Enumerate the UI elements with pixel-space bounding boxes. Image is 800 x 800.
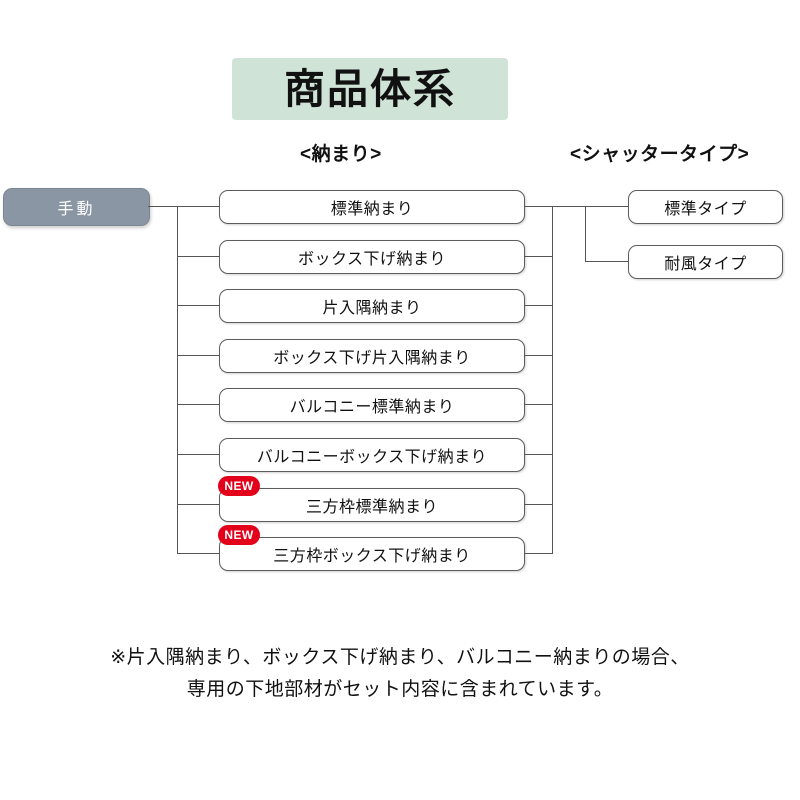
connector-branch-left-3: [177, 305, 219, 306]
naosamari-item-6[interactable]: バルコニーボックス下げ納まり: [219, 438, 525, 472]
naosamari-item-2-label: ボックス下げ納まり: [297, 251, 447, 268]
connector-branch-left-2: [177, 256, 219, 257]
connector-branch-right-4: [525, 355, 553, 356]
root-node-manual[interactable]: 手動: [3, 188, 150, 226]
naosamari-item-1-label: 標準納まり: [330, 201, 414, 218]
naosamari-item-4-label: ボックス下げ片入隅納まり: [273, 350, 471, 367]
naosamari-item-3[interactable]: 片入隅納まり: [219, 289, 525, 323]
connector-branch-left-7: [177, 504, 219, 505]
connector-branch-left-5: [177, 404, 219, 405]
connector-branch-right-3: [525, 305, 553, 306]
new-badge-item-7-label: NEW: [224, 479, 254, 493]
naosamari-item-5[interactable]: バルコニー標準納まり: [219, 388, 525, 422]
page-title: 商品体系: [284, 65, 456, 112]
new-badge-item-7: NEW: [218, 476, 260, 496]
connector-branch-right-2: [525, 256, 553, 257]
connector-shutter-branch-1: [585, 206, 628, 207]
column-header-naosamari: <納まり>: [300, 144, 382, 165]
naosamari-item-2[interactable]: ボックス下げ納まり: [219, 240, 525, 274]
naosamari-item-8[interactable]: 三方枠ボックス下げ納まり: [219, 537, 525, 571]
footnote-line-2: 専用の下地部材がセット内容に含まれています。: [186, 679, 614, 700]
naosamari-item-5-label: バルコニー標準納まり: [289, 399, 455, 416]
new-badge-item-8-label: NEW: [224, 528, 254, 542]
connector-branch-right-8: [525, 553, 553, 554]
connector-branch-left-1: [177, 206, 219, 207]
shutter-item-1[interactable]: 標準タイプ: [628, 190, 783, 224]
root-node-label: 手動: [57, 201, 96, 218]
connector-branch-left-4: [177, 355, 219, 356]
page-title-banner: 商品体系: [232, 58, 508, 120]
connector-naosamari-collect-trunk: [552, 206, 553, 554]
connector-shutter-branch-2: [585, 261, 628, 262]
naosamari-item-1[interactable]: 標準納まり: [219, 190, 525, 224]
column-header-shutter-type: <シャッタータイプ>: [570, 144, 750, 165]
naosamari-item-6-label: バルコニーボックス下げ納まり: [256, 449, 488, 466]
naosamari-item-7[interactable]: 三方枠標準納まり: [219, 488, 525, 522]
footnote: ※片入隅納まり、ボックス下げ納まり、バルコニー納まりの場合、 専用の下地部材がセ…: [0, 642, 800, 706]
shutter-item-1-label: 標準タイプ: [664, 201, 747, 218]
naosamari-item-4[interactable]: ボックス下げ片入隅納まり: [219, 339, 525, 373]
new-badge-item-8: NEW: [218, 525, 260, 545]
connector-branch-right-5: [525, 404, 553, 405]
shutter-item-2-label: 耐風タイプ: [664, 256, 747, 273]
connector-branch-right-1: [525, 206, 553, 207]
connector-naosamari-trunk: [177, 206, 178, 554]
connector-branch-right-6: [525, 454, 553, 455]
connector-branch-right-7: [525, 504, 553, 505]
naosamari-item-3-label: 片入隅納まり: [322, 300, 422, 317]
naosamari-item-8-label: 三方枠ボックス下げ納まり: [273, 548, 471, 565]
footnote-line-1: ※片入隅納まり、ボックス下げ納まり、バルコニー納まりの場合、: [110, 647, 690, 668]
connector-to-shutter-trunk: [552, 206, 586, 207]
shutter-item-2[interactable]: 耐風タイプ: [628, 245, 783, 279]
naosamari-item-7-label: 三方枠標準納まり: [305, 499, 438, 516]
connector-branch-left-8: [177, 553, 219, 554]
connector-shutter-trunk: [585, 206, 586, 262]
connector-branch-left-6: [177, 454, 219, 455]
